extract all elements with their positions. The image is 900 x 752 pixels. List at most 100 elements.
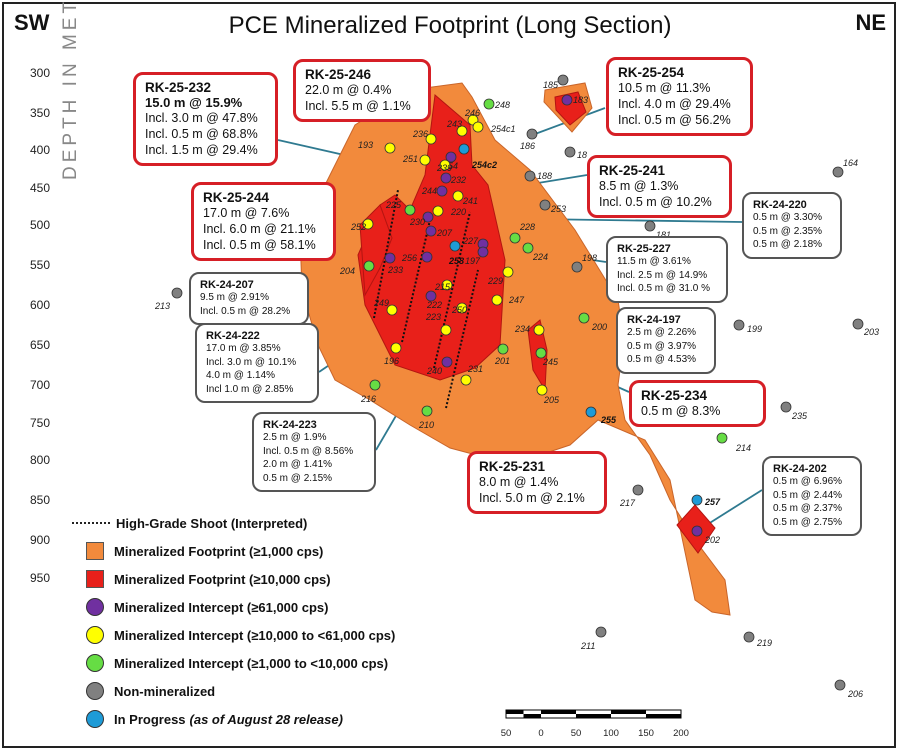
drillhole-211-dot (595, 626, 607, 638)
callout-hole-id: RK-24-220 (753, 199, 807, 211)
drillhole-229-label: 229 (487, 276, 503, 286)
drillhole-239-label: 239 (436, 163, 452, 173)
drillhole-214-label: 214 (735, 443, 751, 453)
drillhole-250-label: 250 (451, 305, 467, 315)
drillhole-258-dot (449, 240, 461, 252)
drillhole-254-dot (445, 151, 457, 163)
drillhole-205-dot (536, 384, 548, 396)
drillhole-253-dot (539, 199, 551, 211)
drillhole-185-dot (557, 74, 569, 86)
depth-tick: 800 (30, 453, 51, 467)
callout-hole-id: RK-25-227 (617, 243, 671, 255)
callout-intercept-line: 17.0 m @ 3.85% (206, 343, 281, 354)
depth-tick: 900 (30, 533, 51, 547)
drillhole-200-label: 200 (591, 322, 607, 332)
drillhole-247-dot (491, 294, 503, 306)
callout-intercept-line: Incl. 3.0 m @ 47.8% (145, 111, 258, 125)
callout-intercept-line: Incl. 0.5 m @ 56.2% (618, 113, 731, 127)
depth-tick: 300 (30, 66, 51, 80)
drillhole-243-dot (456, 125, 468, 137)
callout-hole-id: RK-25-231 (479, 459, 546, 474)
drillhole-224-dot (522, 242, 534, 254)
drillhole-198-label: 198 (582, 253, 597, 263)
drillhole-240-label: 240 (426, 366, 442, 376)
ne-label: NE (855, 10, 886, 35)
callout-intercept-line: 0.5 m @ 8.3% (641, 404, 721, 418)
depth-tick: 400 (30, 143, 51, 157)
callout-intercept-line: 2.5 m @ 2.26% (627, 327, 697, 338)
drillhole-197-label: 197 (465, 256, 481, 266)
callout-hole-id: RK-24-197 (627, 314, 681, 326)
callout-intercept-line: 0.5 m @ 3.97% (627, 340, 697, 352)
callout-intercept-line: Incl. 0.5 m @ 68.8% (145, 127, 258, 141)
drillhole-206-label: 206 (847, 689, 863, 699)
legend-item: Mineralized Intercept (≥61,000 cps) (72, 596, 329, 618)
drillhole-185-label: 185 (543, 80, 559, 90)
high-grade-shoot-line (373, 189, 399, 319)
callout-intercept-line: Incl. 5.0 m @ 2.1% (479, 491, 585, 505)
callout-hole-id: RK-25-244 (203, 190, 270, 205)
drillhole-220-label: 220 (450, 207, 466, 217)
drillhole-232-label: 232 (450, 175, 466, 185)
callout-intercept-line: 0.5 m @ 2.44% (773, 489, 843, 501)
scale-label: 50 (500, 728, 512, 739)
drillhole-229-dot (502, 266, 514, 278)
scale-label: 100 (603, 728, 619, 739)
drillhole-244-label: 244 (421, 186, 437, 196)
callout-intercept-line: Incl. 2.5 m @ 14.9% (617, 269, 708, 281)
drillhole-211-label: 211 (580, 641, 595, 651)
drillhole-240-dot (441, 356, 453, 368)
legend-symbol-dotted-line (72, 522, 110, 524)
legend-item: High-Grade Shoot (Interpreted) (72, 512, 307, 534)
legend-label: Mineralized Footprint (≥10,000 cps) (114, 571, 331, 587)
drillhole-230-dot (422, 211, 434, 223)
callout-intercept-line: Incl. 0.5 m @ 10.2% (599, 195, 712, 209)
callout-intercept-line: 0.5 m @ 2.18% (753, 239, 823, 250)
drillhole-254c1-label: 254c1 (490, 124, 516, 134)
drillhole-197-dot (477, 246, 489, 258)
drillhole-198-dot (571, 261, 583, 273)
drillhole-219-label: 219 (756, 638, 772, 648)
depth-tick: 600 (30, 298, 51, 312)
high-grade-shoot-line (401, 219, 431, 343)
legend-item: Mineralized Footprint (≥10,000 cps) (72, 568, 331, 590)
drillhole-241-label: 241 (462, 196, 478, 206)
drillhole-186-dot (526, 128, 538, 140)
drillhole-233-label: 233 (387, 265, 403, 275)
drillhole-222-label: 222 (426, 300, 442, 310)
drillhole-215-label: 215 (434, 282, 451, 292)
legend-note: (as of August 28 release) (189, 711, 343, 727)
drillhole-215-dot (441, 279, 453, 291)
legend-label: Mineralized Intercept (≥1,000 to <10,000… (114, 655, 389, 671)
callout-intercept-line: 0.5 m @ 2.15% (263, 472, 333, 484)
drillhole-247-label: 247 (508, 295, 525, 305)
legend-label: Mineralized Footprint (≥1,000 cps) (114, 543, 324, 559)
drillhole-244-dot (436, 185, 448, 197)
drillhole-213-dot (171, 287, 183, 299)
sw-label: SW (14, 10, 50, 35)
callout-intercept-line: Incl. 0.5 m @ 31.0 % (617, 283, 710, 294)
callout-intercept-line: 11.5 m @ 3.61% (617, 256, 691, 267)
depth-tick: 350 (30, 106, 51, 120)
scale-label: 0 (538, 728, 544, 739)
drillhole-234-label: 234 (514, 324, 530, 334)
drillhole-193-dot (384, 142, 396, 154)
legend-label: Mineralized Intercept (≥61,000 cps) (114, 599, 329, 615)
legend-item: Mineralized Intercept (≥1,000 to <10,000… (72, 652, 388, 674)
drillhole-217-label: 217 (619, 498, 636, 508)
drillhole-181-label: 181 (656, 230, 671, 240)
drillhole-230-label: 230 (409, 217, 425, 227)
legend-label: Non-mineralized (114, 683, 216, 699)
drillhole-256-label: 256 (401, 253, 417, 263)
